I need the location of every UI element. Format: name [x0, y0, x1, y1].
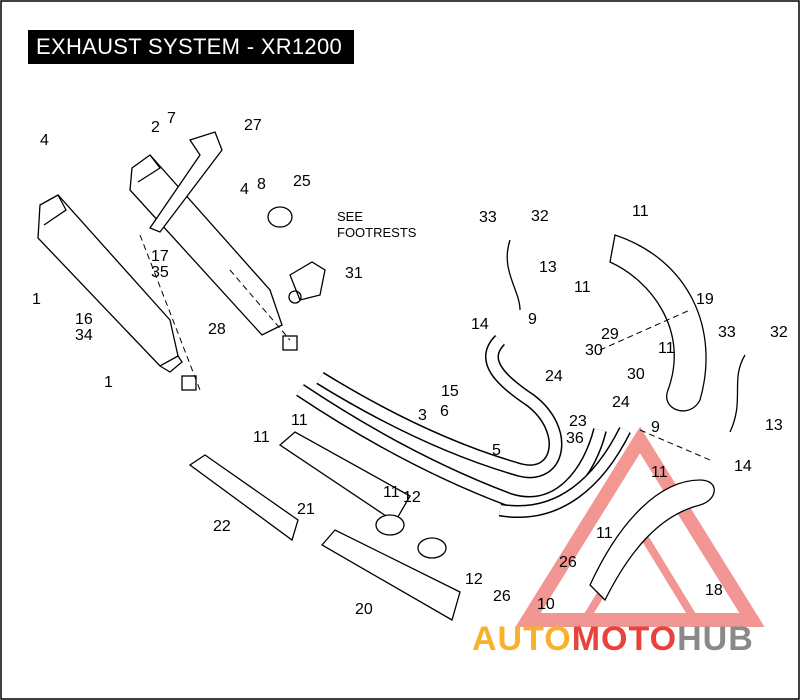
- callout-25: 25: [293, 173, 311, 190]
- callout-15: 15: [441, 383, 459, 400]
- callout-21: 21: [297, 501, 315, 518]
- callout-19: 19: [696, 291, 714, 308]
- callout-12: 12: [403, 489, 421, 506]
- callout-13: 13: [539, 259, 557, 276]
- callout-27: 27: [244, 117, 262, 134]
- callout-30: 30: [627, 366, 645, 383]
- heat-shield-22: [188, 454, 299, 542]
- callout-30: 30: [585, 342, 603, 359]
- watermark-moto: MOTO: [571, 620, 678, 658]
- callout-5: 5: [492, 442, 501, 459]
- callout-34: 34: [75, 327, 93, 344]
- callout-16: 16: [75, 311, 93, 328]
- watermark-text: AUTOMOTOHUB: [472, 620, 754, 659]
- callout-4: 4: [240, 181, 249, 198]
- heat-shield-19: [609, 234, 707, 412]
- callout-7: 7: [167, 110, 176, 127]
- bracket-27: [149, 131, 223, 233]
- callout-35: 35: [151, 264, 169, 281]
- callout-33: 33: [718, 324, 736, 341]
- callout-11: 11: [291, 412, 308, 429]
- callout-26: 26: [493, 588, 511, 605]
- o2-sensor-right: [729, 354, 746, 433]
- heat-shield-21: [278, 431, 411, 523]
- callout-20: 20: [355, 601, 373, 618]
- watermark-auto: AUTO: [472, 620, 572, 658]
- callout-14: 14: [734, 458, 752, 475]
- callout-24: 24: [612, 394, 630, 411]
- callout-26: 26: [559, 554, 577, 571]
- callout-18: 18: [705, 582, 723, 599]
- callout-11: 11: [574, 279, 591, 296]
- callout-22: 22: [213, 518, 231, 535]
- callout-33: 33: [479, 209, 497, 226]
- see-footrests-note: SEE FOOTRESTS: [337, 209, 416, 241]
- page-title: EXHAUST SYSTEM - XR1200: [36, 34, 343, 59]
- callout-2: 2: [151, 119, 160, 136]
- o2-sensor-left: [506, 239, 521, 311]
- callout-3: 3: [418, 407, 427, 424]
- callout-28: 28: [208, 321, 226, 338]
- callout-11: 11: [658, 340, 675, 357]
- callout-9: 9: [528, 311, 537, 328]
- callout-31: 31: [345, 265, 363, 282]
- callout-17: 17: [151, 248, 169, 265]
- callout-14: 14: [471, 316, 489, 333]
- callout-4: 4: [40, 132, 49, 149]
- head-pipe-front: [316, 335, 563, 479]
- callout-12: 12: [465, 571, 483, 588]
- callout-10: 10: [537, 596, 555, 613]
- watermark-hub: HUB: [677, 620, 754, 658]
- callout-1: 1: [104, 374, 113, 391]
- callout-11: 11: [596, 525, 613, 542]
- heat-shield-20: [320, 529, 461, 621]
- callout-24: 24: [545, 368, 563, 385]
- callout-13: 13: [765, 417, 783, 434]
- callout-32: 32: [770, 324, 788, 341]
- callout-6: 6: [440, 403, 449, 420]
- footrest-bracket: [289, 261, 326, 301]
- see-footrests-text: SEE FOOTRESTS: [337, 209, 417, 240]
- title-box: [28, 30, 354, 64]
- heat-shield-18: [589, 479, 715, 602]
- callout-11: 11: [632, 203, 649, 220]
- callout-9: 9: [651, 419, 660, 436]
- callout-8: 8: [257, 176, 266, 193]
- callout-1: 1: [32, 291, 41, 308]
- callout-11: 11: [253, 429, 270, 446]
- callout-32: 32: [531, 208, 549, 225]
- callout-11: 11: [651, 464, 668, 481]
- callout-23: 23: [569, 413, 587, 430]
- callout-36: 36: [566, 430, 584, 447]
- callout-11: 11: [383, 484, 400, 501]
- callout-29: 29: [601, 326, 619, 343]
